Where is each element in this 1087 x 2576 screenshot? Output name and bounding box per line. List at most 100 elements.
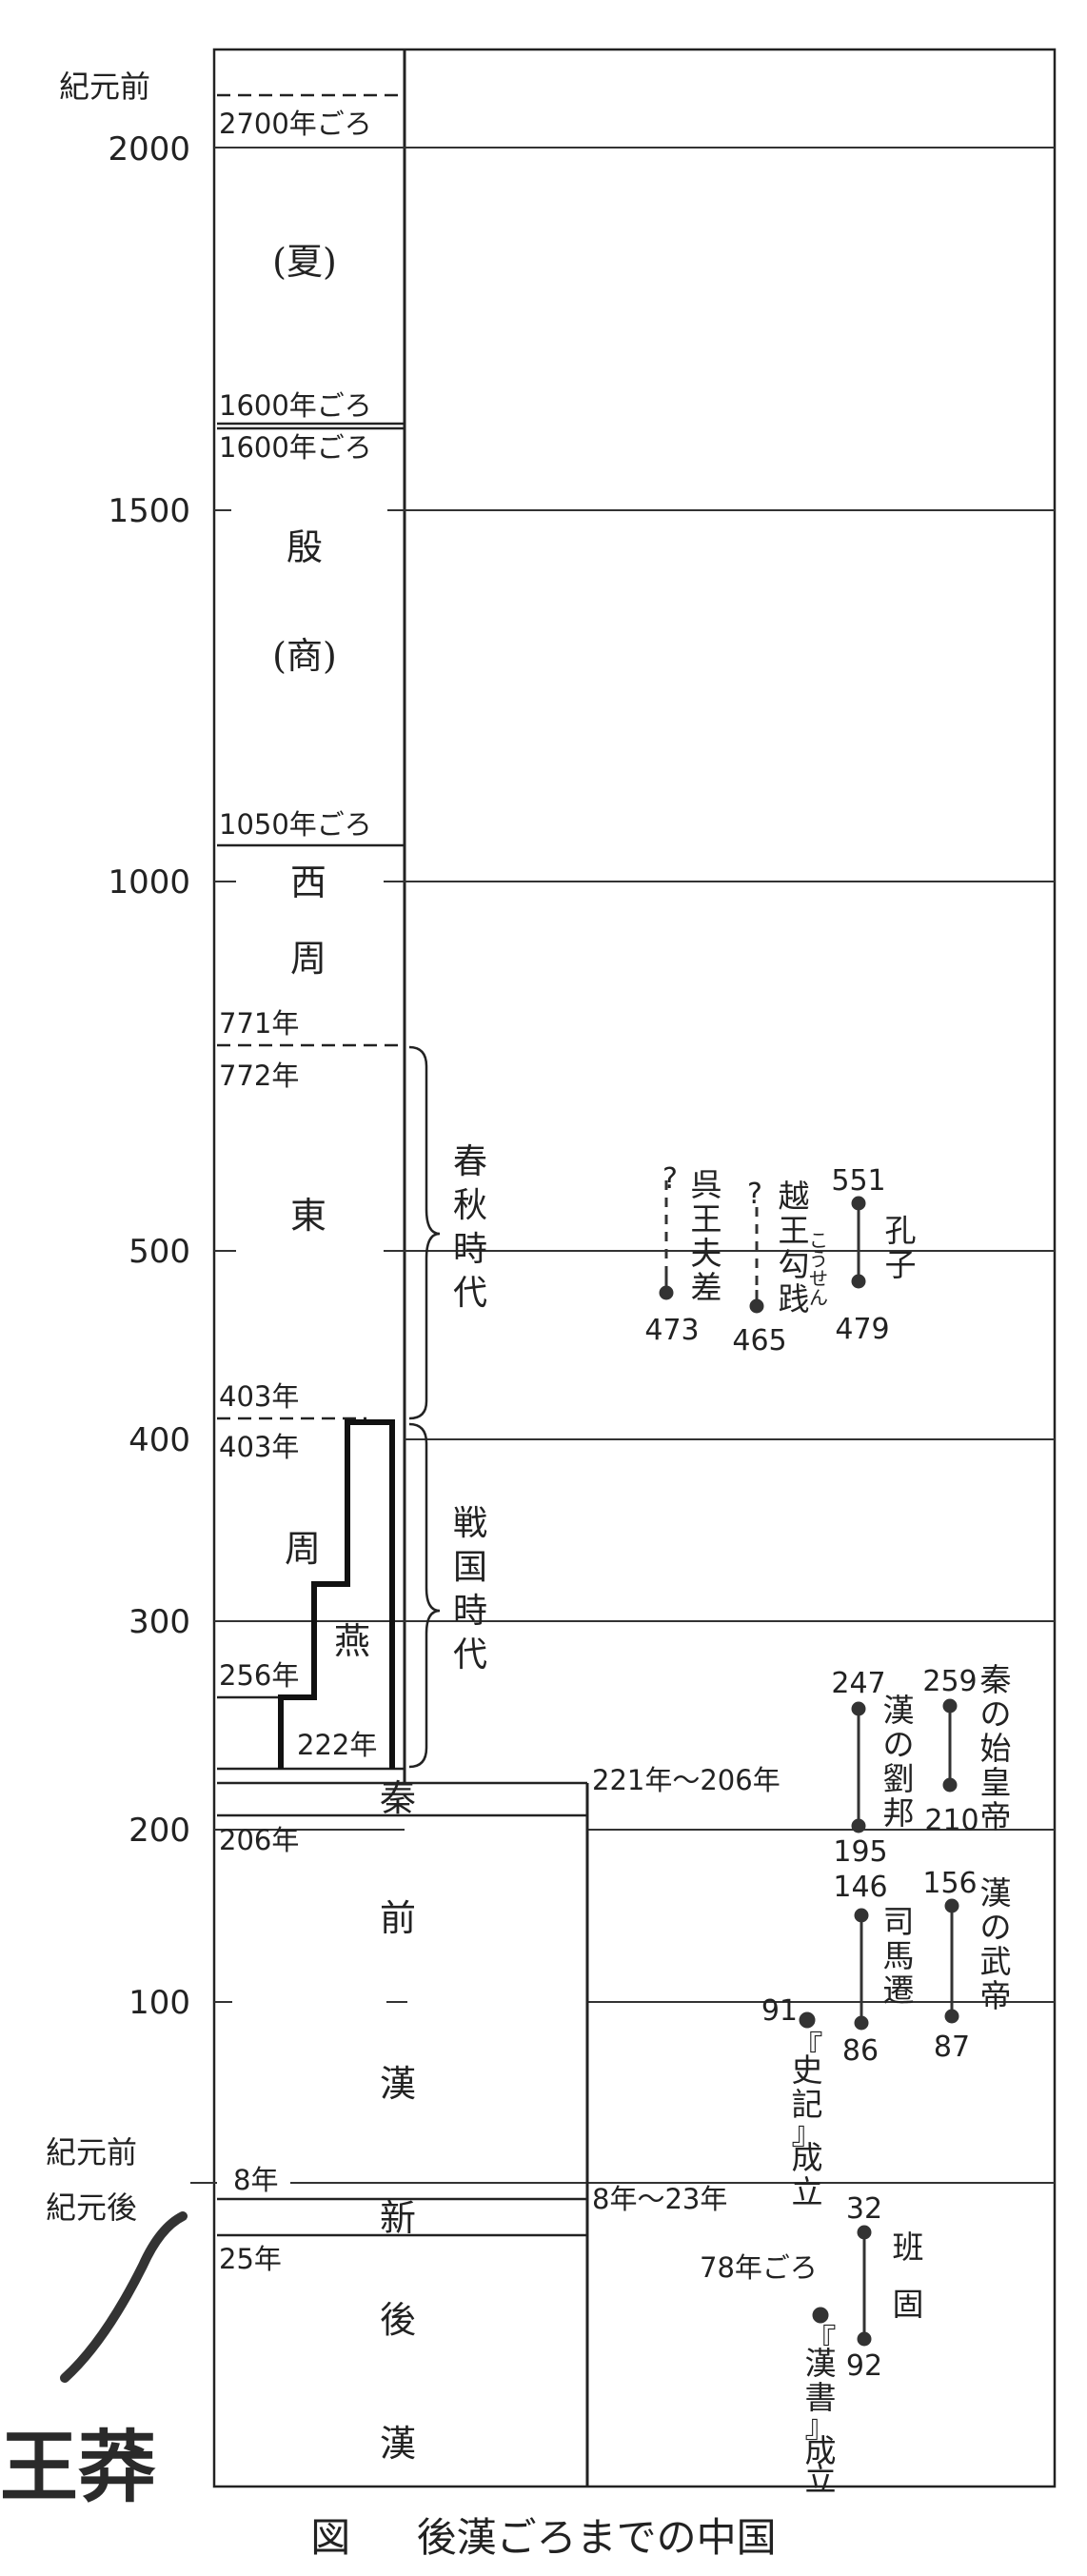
wudi-start: 156 xyxy=(922,1867,977,1900)
boundary-labels: 2700年ごろ 1600年ごろ 1600年ごろ 1050年ごろ 771年 772… xyxy=(219,108,377,2275)
hanshu-text-3: 書 xyxy=(805,2379,837,2416)
label-222: 222年 xyxy=(297,1729,377,1761)
shiji-text-1: 『 xyxy=(792,2029,823,2066)
label-1050: 1050年ごろ xyxy=(219,808,372,841)
period-spring-autumn-4: 代 xyxy=(453,1274,487,1313)
period-warring-states-2: 国 xyxy=(453,1548,487,1587)
shiji-text-6: 立 xyxy=(792,2173,823,2210)
period-warring-states-1: 戦 xyxy=(453,1504,487,1543)
outer-frame xyxy=(212,48,1057,2488)
shihuangdi-name-3: 始 xyxy=(980,1730,1012,1767)
period-labels: 春 秋 時 代 戦 国 時 代 xyxy=(453,1142,487,1674)
annotation-stroke xyxy=(60,2211,188,2383)
goujian-ruby-1: こ xyxy=(809,1229,828,1252)
period-spring-autumn-1: 春 xyxy=(453,1142,487,1181)
shiji-text-2: 史 xyxy=(792,2051,823,2089)
liubang-name-4: 邦 xyxy=(883,1794,915,1832)
goujian-name-3: 勾 xyxy=(779,1246,810,1283)
label-2700: 2700年ごろ xyxy=(219,108,372,140)
yan-state-outline xyxy=(278,1419,395,1769)
dynasty-names: (夏) 殷 (商) 西 周 東 周 燕 秦 前 漢 新 後 漢 xyxy=(272,241,416,2465)
liubang-name-1: 漢 xyxy=(883,1692,915,1729)
label-8: 8年 xyxy=(233,2164,278,2196)
fuchai-name-3: 夫 xyxy=(691,1235,722,1272)
simaqian-name-2: 馬 xyxy=(883,1937,915,1974)
shihuangdi-name-1: 秦 xyxy=(980,1661,1012,1698)
fuchai-name-2: 王 xyxy=(691,1200,722,1238)
year-gridlines xyxy=(190,147,1055,2184)
shiji-text-4: 』 xyxy=(792,2114,823,2151)
dynasty-qin: 秦 xyxy=(380,1777,416,1819)
event-labels: 91 『 史 記 』 成 立 78年ごろ 『 漢 書 』 成 立 xyxy=(700,1994,837,2498)
confucius-name-1: 孔 xyxy=(885,1212,917,1249)
annotation-wang-mang: 王莽 xyxy=(0,2423,156,2513)
dynasty-xia: (夏) xyxy=(272,241,337,283)
wudi-name-2: の xyxy=(980,1909,1012,1946)
period-braces xyxy=(408,1045,441,1769)
period-spring-autumn-3: 時 xyxy=(453,1230,487,1269)
range-xin: 8年～23年 xyxy=(592,2183,727,2215)
hanshu-text-1: 『 xyxy=(805,2322,837,2359)
fuchai-name-4: 差 xyxy=(691,1269,722,1306)
dynasty-shang: (商) xyxy=(272,635,337,677)
handwritten-annotation: 王莽 xyxy=(0,2211,188,2513)
fuchai-name-1: 呉 xyxy=(691,1166,722,1203)
wudi-name-4: 帝 xyxy=(980,1977,1012,2014)
dynasty-east-zhou: 東 xyxy=(290,1195,326,1237)
liubang-name-3: 劉 xyxy=(883,1760,915,1797)
goujian-start: ? xyxy=(747,1178,762,1211)
simaqian-name-3: 遷 xyxy=(883,1972,915,2009)
goujian-ruby-3: せ xyxy=(809,1267,828,1290)
confucius-end: 479 xyxy=(835,1313,889,1346)
label-403b: 403年 xyxy=(219,1431,299,1463)
liubang-name-2: の xyxy=(883,1726,915,1763)
label-772: 772年 xyxy=(219,1060,299,1092)
goujian-name-4: 践 xyxy=(779,1280,810,1318)
label-771: 771年 xyxy=(219,1007,299,1040)
axis-tick-400: 400 xyxy=(128,1421,190,1459)
era-ad-label: 紀元後 xyxy=(46,2190,137,2226)
axis-labels: 紀元前 2000 1500 1000 500 400 300 200 100 紀… xyxy=(46,69,190,2226)
goujian-ruby-4: ん xyxy=(809,1286,828,1309)
wudi-end: 87 xyxy=(934,2031,970,2064)
period-warring-states-3: 時 xyxy=(453,1592,487,1631)
lifespan-lines xyxy=(659,1180,959,2347)
range-labels: 221年～206年 8年～23年 xyxy=(592,1764,781,2215)
hanshu-text-6: 立 xyxy=(805,2461,837,2498)
range-qin: 221年～206年 xyxy=(592,1764,781,1796)
shihuangdi-name-4: 皇 xyxy=(980,1764,1012,1801)
bangu-name-2: 固 xyxy=(893,2286,924,2323)
dynasty-former-han-1: 前 xyxy=(380,1897,416,1939)
dynasty-west-zhou-2: 周 xyxy=(290,938,326,980)
label-1600b: 1600年ごろ xyxy=(219,431,372,464)
goujian-name-2: 王 xyxy=(779,1212,810,1249)
goujian-name-1: 越 xyxy=(779,1178,810,1215)
bangu-start: 32 xyxy=(846,2192,882,2226)
bangu-name-1: 班 xyxy=(893,2229,924,2266)
shihuangdi-name-5: 帝 xyxy=(980,1798,1012,1835)
axis-tick-500: 500 xyxy=(128,1233,190,1271)
axis-tick-300: 300 xyxy=(128,1603,190,1641)
era-bc-label: 紀元前 xyxy=(59,69,150,105)
label-1600a: 1600年ごろ xyxy=(219,389,372,422)
shihuangdi-end: 210 xyxy=(924,1804,978,1837)
hanshu-text-4: 』 xyxy=(805,2408,837,2445)
shiji-text-3: 記 xyxy=(792,2086,823,2123)
bangu-end: 92 xyxy=(846,2349,882,2383)
axis-tick-1000: 1000 xyxy=(108,863,190,902)
label-403a: 403年 xyxy=(219,1380,299,1413)
dynasty-former-han-2: 漢 xyxy=(380,2063,416,2105)
figure-caption: 図 後漢ごろまでの中国 xyxy=(0,2506,1087,2564)
axis-tick-2000: 2000 xyxy=(108,130,190,168)
shihuangdi-name-2: の xyxy=(980,1695,1012,1733)
hanshu-year: 78年ごろ xyxy=(700,2251,818,2284)
simaqian-name-1: 司 xyxy=(883,1903,915,1940)
person-labels: ? 呉 王 夫 差 473 ? 越 王 勾 践 こ う せ ん 465 551 … xyxy=(644,1162,1011,2383)
caption-prefix: 図 xyxy=(310,2514,351,2561)
dynasty-zhou: 周 xyxy=(285,1528,321,1570)
label-206: 206年 xyxy=(219,1824,299,1856)
fuchai-end: 473 xyxy=(644,1314,699,1347)
dynasty-yan: 燕 xyxy=(334,1620,370,1662)
liubang-end: 195 xyxy=(833,1835,887,1869)
